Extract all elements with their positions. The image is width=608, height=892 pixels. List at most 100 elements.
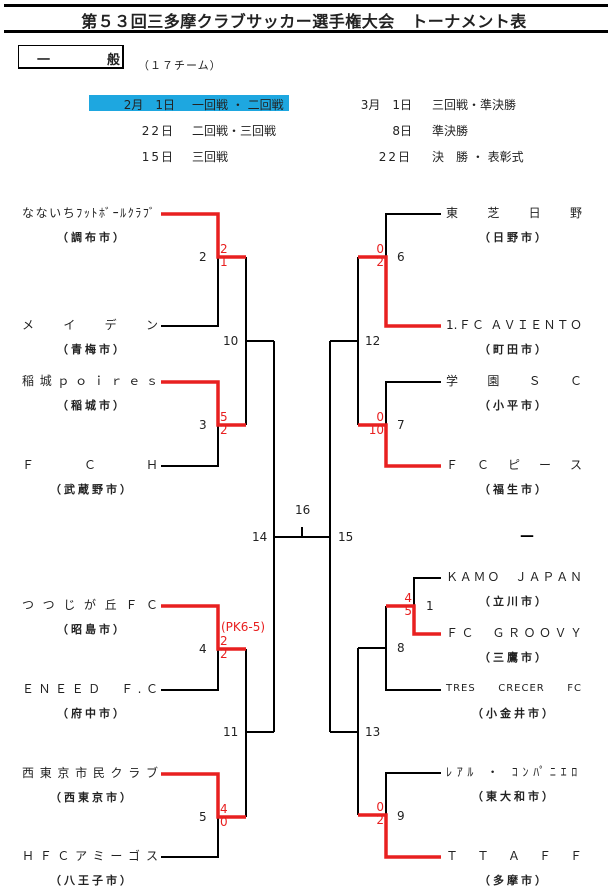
score-bottom: 5 (404, 604, 412, 618)
winner-path (161, 380, 246, 427)
top-rule (4, 4, 608, 7)
score-top: 0 (376, 800, 384, 814)
team-name: つつじが丘ＦＣ (22, 598, 158, 612)
schedule-highlight (89, 95, 289, 111)
match-number: 6 (397, 250, 405, 264)
winner-path (358, 255, 441, 328)
schedule-rounds: 決 勝 ・ 表彰式 (432, 150, 524, 164)
schedule-rounds: 準決勝 (432, 124, 469, 138)
division-right: 般 (107, 53, 121, 68)
winner-path (161, 212, 246, 259)
match-number: 4 (199, 642, 207, 656)
bracket-line (385, 772, 441, 815)
score-top: 5 (220, 410, 228, 424)
score-bottom: 1 (220, 255, 228, 269)
team-city: （東大和市） (472, 790, 556, 803)
schedule-rounds: 一回戦 ・ 二回戦 (192, 98, 284, 112)
team-city: （稲城市） (57, 399, 127, 412)
score-top: 2 (220, 634, 228, 648)
winner-path (358, 813, 441, 859)
bracket-line (413, 577, 441, 606)
team-name: ﾚｱﾙ ・ ｺﾝﾊﾟﾆｴﾛ (446, 765, 582, 779)
score-bottom: 2 (376, 813, 384, 827)
schedule-rounds: 三回戦 (192, 150, 229, 164)
team-city: （小金井市） (472, 707, 556, 720)
team-name: Ｆ Ｃ Ｈ (22, 458, 158, 472)
score-bottom: 2 (220, 423, 228, 437)
team-city: （福生市） (479, 483, 549, 496)
schedule-rounds: 二回戦・三回戦 (192, 124, 277, 138)
team-name: 西東京市民クラブ (22, 766, 158, 780)
team-city: （八王子市） (50, 874, 134, 887)
schedule-date: 8日 (392, 124, 412, 138)
page-title: 第５３回三多摩クラブサッカー選手権大会 トーナメント表 (81, 12, 527, 31)
bracket-line (385, 606, 441, 691)
team-name: TRES CRECER FC (446, 683, 582, 694)
schedule-date: 3月 1日 (360, 98, 412, 112)
team-name: なないちﾌｯﾄﾎﾞｰﾙｸﾗﾌﾞ (22, 206, 157, 220)
bracket-line (385, 381, 441, 425)
schedule-date: 15日 (141, 150, 175, 164)
winner-path (161, 604, 246, 651)
schedule-rounds: 三回戦・準決勝 (432, 98, 517, 112)
bracket-line (161, 649, 219, 691)
bracket-line (161, 425, 219, 467)
bracket-line (161, 257, 219, 327)
score-bottom: 0 (220, 815, 228, 829)
team-city: （青梅市） (57, 343, 127, 356)
team-city: （三鷹市） (479, 651, 549, 664)
schedule-date: 2月 1日 (123, 98, 175, 112)
schedule-date: 22日 (141, 124, 175, 138)
team-name: 東 芝 日 野 (446, 206, 582, 220)
match-number: 8 (397, 641, 405, 655)
team-name: ＦＣ ＧＲＯＯＶＹ (446, 626, 582, 640)
team-city: （町田市） (479, 343, 549, 356)
team-city: （西東京市） (50, 791, 134, 804)
winner-path (358, 423, 441, 468)
match-number: 5 (199, 810, 207, 824)
team-city: （日野市） (479, 231, 549, 244)
team-city: （府中市） (57, 707, 127, 720)
match-number: 14 (252, 530, 268, 544)
match-number: 9 (397, 809, 405, 823)
match-number: 16 (295, 503, 311, 517)
team-city: （昭島市） (57, 623, 127, 636)
match-number: 13 (365, 725, 381, 739)
team-name: ＥＮＥＥＤ Ｆ.Ｃ (22, 682, 158, 696)
team-name: 稲城ｐｏｉｒｅｓ (22, 374, 158, 388)
team-city: （小平市） (479, 399, 549, 412)
team-city: （立川市） (479, 595, 549, 608)
team-name: ＨＦＣアミーゴス (22, 849, 158, 863)
bracket-line (161, 817, 219, 858)
match-number: 2 (199, 250, 207, 264)
bye-mark: — (520, 528, 534, 544)
score-top: 0 (376, 242, 384, 256)
team-name: Ｔ Ｔ Ａ Ｆ Ｆ (446, 849, 582, 863)
team-name: Ｆ Ｃ ピ ー ス (446, 458, 582, 472)
score-top: 4 (220, 802, 228, 816)
score-top: 4 (404, 591, 412, 605)
score-bottom: 2 (220, 647, 228, 661)
winner-path (386, 604, 441, 636)
match-number: 12 (365, 334, 381, 348)
match-number: 10 (223, 334, 239, 348)
team-count: （１７チーム） (138, 59, 222, 72)
score-top: 0 (376, 410, 384, 424)
division-box: 一 般 (18, 45, 124, 69)
team-name: 1.ＦＣ ＡＶＩＥＮＴＯ (446, 318, 582, 332)
match-number: 7 (397, 418, 405, 432)
match-number: 15 (338, 530, 354, 544)
winner-path (161, 772, 246, 819)
score-top: 2 (220, 242, 228, 256)
team-name: メ イ デ ン (22, 318, 158, 332)
score-bottom: 10 (368, 423, 384, 437)
division-left: 一 (37, 53, 51, 68)
score-bottom: 2 (376, 255, 384, 269)
bracket-line (385, 213, 441, 257)
team-city: （多摩市） (479, 874, 549, 887)
match-number: 3 (199, 418, 207, 432)
team-city: （調布市） (57, 231, 127, 244)
match-number: 11 (223, 725, 239, 739)
